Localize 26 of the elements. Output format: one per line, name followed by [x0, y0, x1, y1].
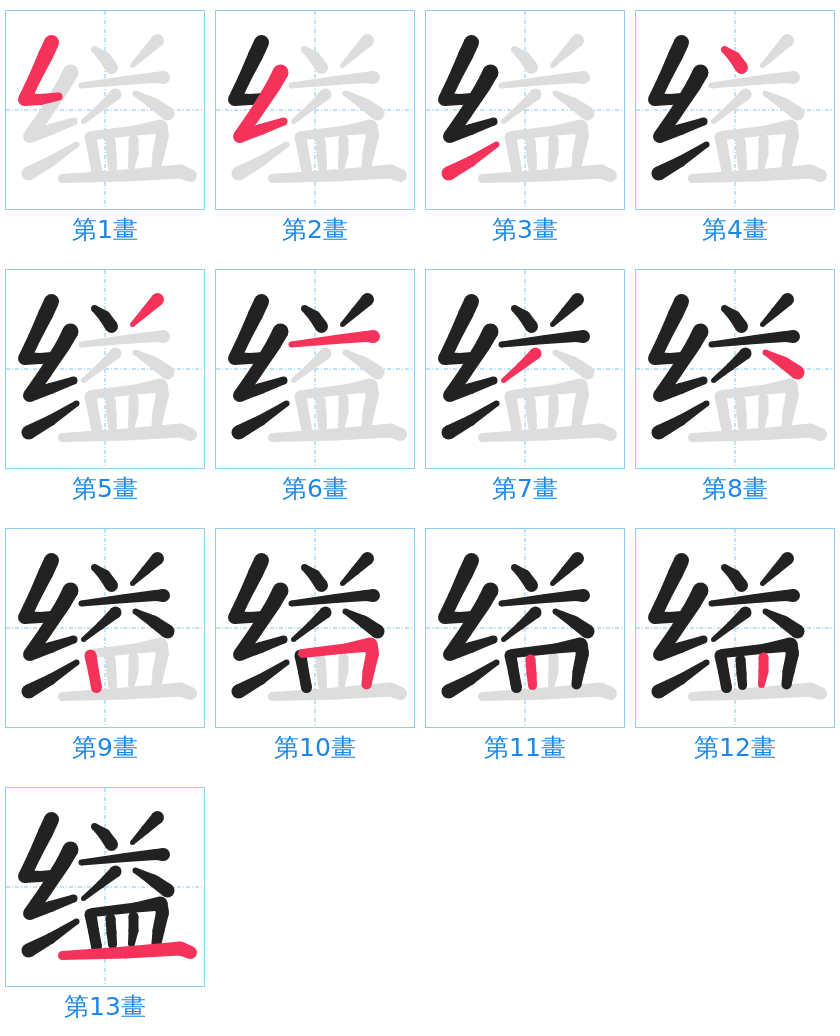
- stroke-order-box: [5, 787, 205, 987]
- stroke-number-caption: 第2畫: [282, 216, 348, 244]
- stroke-number-caption: 第4畫: [702, 216, 768, 244]
- stroke-number-caption: 第6畫: [282, 475, 348, 503]
- stroke-number-caption: 第10畫: [274, 734, 356, 762]
- stroke-order-box: [215, 269, 415, 469]
- stroke-order-box: [215, 10, 415, 210]
- stroke-order-box: [425, 10, 625, 210]
- stroke-number-caption: 第13畫: [64, 993, 146, 1021]
- stroke-number-caption: 第11畫: [484, 734, 566, 762]
- stroke-number-caption: 第8畫: [702, 475, 768, 503]
- stroke-order-box: [635, 10, 835, 210]
- stroke-number-caption: 第3畫: [492, 216, 558, 244]
- stroke-order-box: [5, 10, 205, 210]
- stroke-order-box: [635, 528, 835, 728]
- stroke-number-caption: 第12畫: [694, 734, 776, 762]
- stroke-order-box: [215, 528, 415, 728]
- stroke-order-box: [5, 528, 205, 728]
- stroke-number-caption: 第5畫: [72, 475, 138, 503]
- stroke-number-caption: 第7畫: [492, 475, 558, 503]
- stroke-order-box: [425, 528, 625, 728]
- stroke-number-caption: 第9畫: [72, 734, 138, 762]
- stroke-number-caption: 第1畫: [72, 216, 138, 244]
- stroke-order-box: [635, 269, 835, 469]
- stroke-order-box: [5, 269, 205, 469]
- stroke-order-box: [425, 269, 625, 469]
